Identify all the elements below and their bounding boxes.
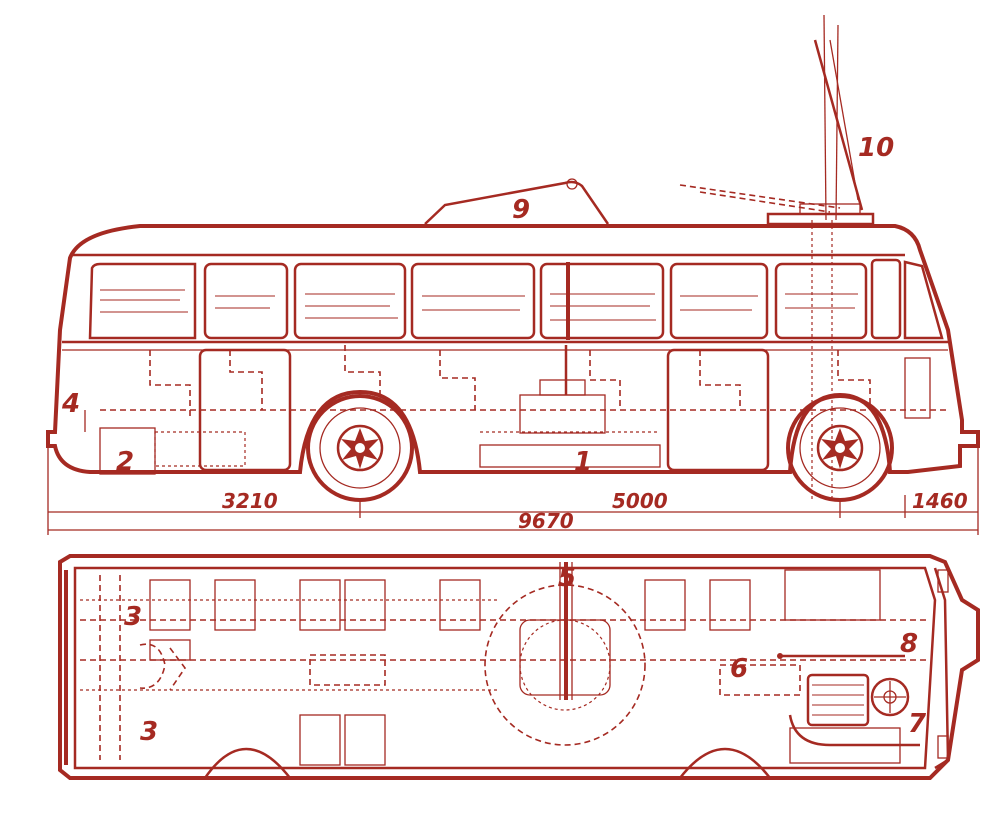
- trolley-poles: [679, 14, 875, 500]
- plan-driver-area: [777, 653, 920, 764]
- side-windows: [88, 258, 944, 340]
- callout-1: 1: [574, 447, 592, 477]
- front-wheel: [786, 394, 894, 502]
- plan-seats: [149, 569, 881, 766]
- front-door: [666, 348, 770, 472]
- plan-turntable: [484, 562, 646, 746]
- side-internal-equipment: [84, 345, 950, 475]
- callout-8: 8: [900, 629, 918, 659]
- side-body-outline: [46, 224, 980, 474]
- callout-9: 9: [512, 195, 530, 225]
- callout-2: 2: [116, 447, 134, 477]
- roof-fairing: [424, 180, 610, 225]
- callout-4: 4: [61, 389, 80, 419]
- dimension-lines: [47, 440, 979, 535]
- plan-view: 3 3 5 6 7 8: [58, 554, 980, 780]
- callout-3-upper: 3: [124, 602, 142, 632]
- callout-10: 10: [858, 133, 894, 163]
- plan-frame-dashes: [80, 575, 930, 760]
- callout-3-lower: 3: [140, 717, 158, 747]
- callout-7: 7: [908, 709, 927, 739]
- dimension-rear-overhang: 1460: [912, 489, 968, 513]
- window-glass-hatching: [100, 289, 858, 321]
- dimension-total-length: 9670: [518, 509, 574, 533]
- side-view: 1 2 4 9 10 3210 5000 1460 9670: [46, 14, 980, 535]
- dimension-front-overhang: 3210: [222, 489, 278, 513]
- rear-wheel: [306, 394, 414, 502]
- plan-body-outline: [58, 554, 980, 780]
- callout-5: 5: [558, 563, 576, 593]
- dimension-wheelbase: 5000: [612, 489, 668, 513]
- callout-6: 6: [730, 654, 748, 684]
